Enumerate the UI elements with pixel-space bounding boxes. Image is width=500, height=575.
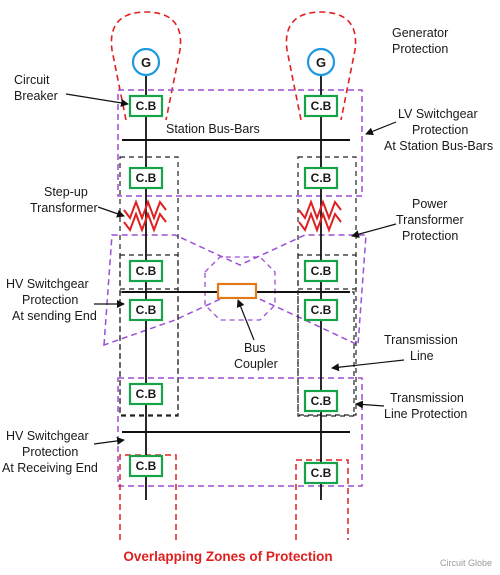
generator-zone-right [285,11,357,121]
arrow-circuit-breaker [65,93,129,107]
svg-text:Transmission: Transmission [384,333,458,347]
label-generator-protection: Generator Protection [392,26,448,56]
breaker-symbol: C.B [136,99,157,113]
breaker-left-2: C.B [128,166,164,190]
breaker-symbol: C.B [311,99,332,113]
generator-symbol: G [141,55,151,70]
breaker-symbol: C.B [311,264,332,278]
hv-receiving-zone [117,377,363,487]
breaker-symbol: C.B [311,171,332,185]
breaker-symbol: C.B [136,387,157,401]
step-up-transformer-right [298,199,342,221]
breaker-right-1: C.B [303,94,339,118]
bus-coupler-zone [204,256,276,321]
load-zone-right [295,459,349,540]
svg-text:At Station Bus-Bars: At Station Bus-Bars [384,139,493,153]
breaker-left-1: C.B [128,94,164,118]
svg-text:Line Protection: Line Protection [384,407,467,421]
svg-text:Coupler: Coupler [234,357,278,371]
breaker-symbol: C.B [311,303,332,317]
svg-text:HV Switchgear: HV Switchgear [6,277,89,291]
generator-zone-left [110,11,182,121]
step-up-transformer-right-secondary [298,211,342,233]
arrow-power-transformer [351,223,397,239]
breaker-symbol: C.B [311,466,332,480]
breaker-right-5: C.B [303,389,339,413]
svg-text:Protection: Protection [22,293,78,307]
svg-text:Transformer: Transformer [396,213,464,227]
generator-symbol: G [316,55,326,70]
label-step-up-transformer: Step-up Transformer [30,185,98,215]
svg-text:Line: Line [410,349,434,363]
label-hv-switchgear-sending: HV Switchgear Protection At sending End [6,277,97,323]
breaker-symbol: C.B [136,459,157,473]
svg-text:HV Switchgear: HV Switchgear [6,429,89,443]
transformer-zone-right [297,156,357,290]
svg-text:Circuit: Circuit [14,73,50,87]
step-up-transformer-left-secondary [123,211,167,233]
breaker-left-6: C.B [128,454,164,478]
credit-watermark: Circuit Globe [440,558,492,568]
svg-text:Protection: Protection [392,42,448,56]
label-circuit-breaker: Circuit Breaker [14,73,58,103]
label-power-transformer-protection: Power Transformer Protection [396,197,464,243]
breaker-left-5: C.B [128,382,164,406]
label-bus-coupler: Bus Coupler [234,341,278,371]
svg-text:Transmission: Transmission [390,391,464,405]
arrow-bus-coupler [236,299,255,341]
svg-text:Protection: Protection [22,445,78,459]
breaker-right-2: C.B [303,166,339,190]
label-transmission-line: Transmission Line [384,333,458,363]
diagram-title: Overlapping Zones of Protection [123,549,332,564]
svg-text:Bus: Bus [244,341,266,355]
transformer-zone-left [119,156,179,290]
svg-text:LV Switchgear: LV Switchgear [398,107,478,121]
breaker-right-6: C.B [303,461,339,485]
svg-text:Transformer: Transformer [30,201,98,215]
label-lv-switchgear: LV Switchgear Protection At Station Bus-… [384,107,493,153]
breaker-symbol: C.B [136,303,157,317]
svg-text:Protection: Protection [402,229,458,243]
arrow-transmission-line-protection [355,400,385,409]
svg-text:At Receiving End: At Receiving End [2,461,98,475]
breaker-symbol: C.B [311,394,332,408]
breaker-symbol: C.B [136,264,157,278]
svg-text:Breaker: Breaker [14,89,58,103]
svg-text:Step-up: Step-up [44,185,88,199]
lv-switchgear-zone [117,89,363,197]
svg-text:Protection: Protection [412,123,468,137]
label-transmission-line-protection: Transmission Line Protection [384,391,467,421]
generator-left: G [131,47,161,77]
arrow-hv-switchgear-receiving [93,436,125,445]
svg-text:At sending End: At sending End [12,309,97,323]
arrow-transmission-line [331,359,405,372]
step-up-transformer-left [123,199,167,221]
label-station-bus-bars: Station Bus-Bars [166,122,260,136]
arrow-lv-switchgear [365,121,397,136]
bus-coupler [216,282,258,300]
svg-text:Generator: Generator [392,26,448,40]
label-hv-switchgear-receiving: HV Switchgear Protection At Receiving En… [2,429,98,475]
svg-text:Power: Power [412,197,447,211]
breaker-left-4: C.B [128,298,164,322]
power-transformer-zone [103,234,367,347]
breaker-left-3: C.B [128,259,164,283]
arrow-step-up-transformer [97,206,125,218]
generator-right: G [306,47,336,77]
breaker-right-3: C.B [303,259,339,283]
breaker-symbol: C.B [136,171,157,185]
breaker-right-4: C.B [303,298,339,322]
